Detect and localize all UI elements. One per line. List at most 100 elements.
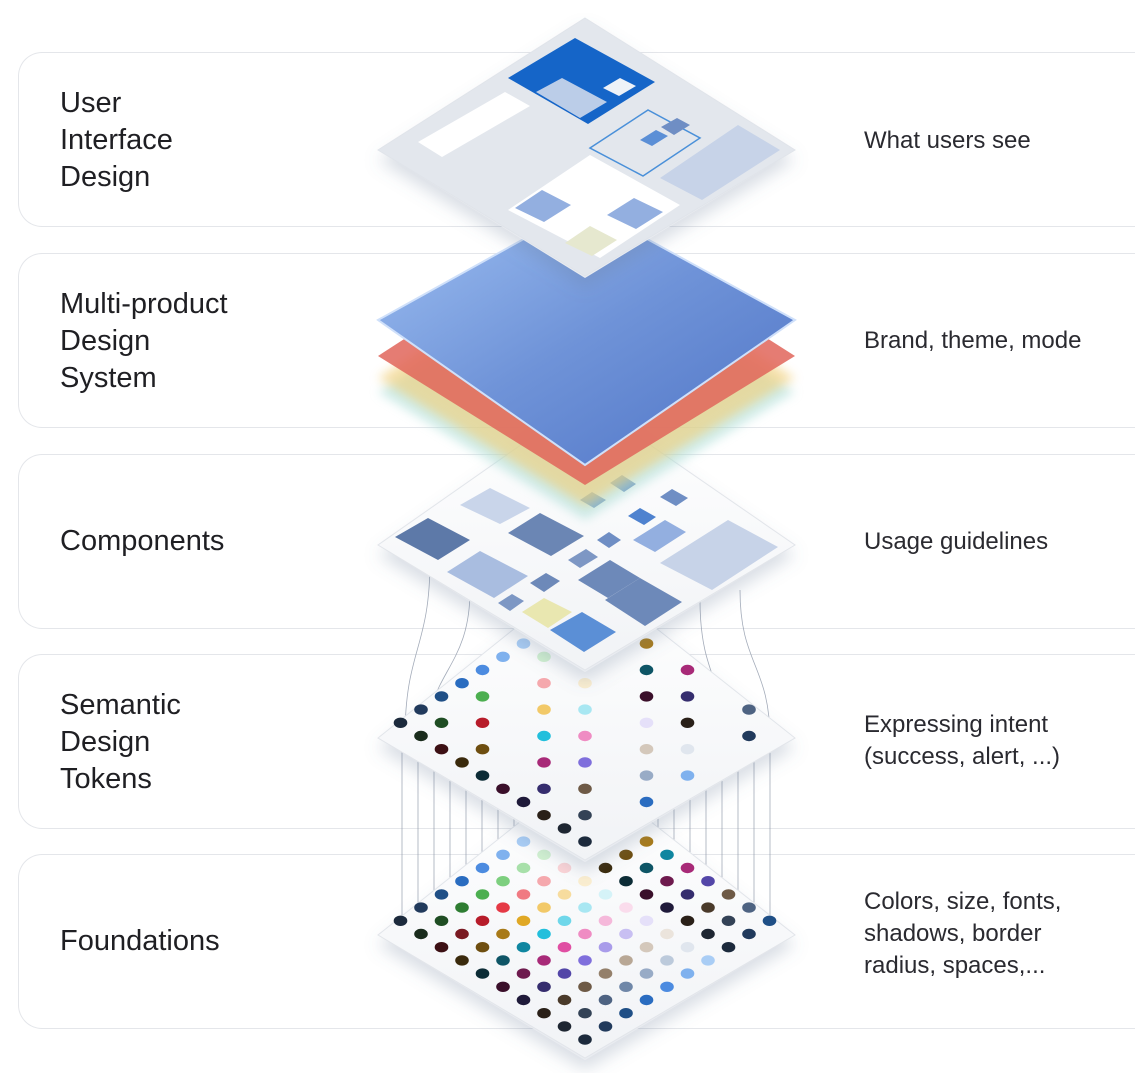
token-dot: [496, 783, 510, 794]
token-dot: [537, 902, 551, 913]
token-dot: [660, 876, 674, 887]
token-dot: [516, 994, 531, 1006]
token-dot: [496, 902, 510, 913]
token-dot: [762, 915, 777, 926]
token-dot: [393, 915, 408, 926]
token-dot: [578, 836, 592, 847]
token-dot: [475, 862, 490, 874]
token-dot: [660, 849, 674, 860]
token-dot: [557, 915, 572, 926]
token-dot: [516, 862, 531, 874]
token-dot: [578, 678, 592, 689]
token-dot: [537, 651, 551, 662]
token-dot: [660, 928, 674, 940]
token-dot: [639, 862, 654, 874]
token-dot: [639, 664, 654, 676]
token-dot: [680, 915, 695, 926]
layer-title-semantic-tokens: Semantic Design Tokens: [60, 689, 181, 795]
token-dot: [475, 915, 490, 926]
layer-desc-design-system: Brand, theme, mode: [864, 327, 1082, 354]
token-dot: [680, 664, 695, 676]
token-dot: [516, 942, 531, 953]
token-dot: [557, 942, 572, 953]
token-dot: [598, 915, 613, 926]
theme-panels: [376, 203, 797, 520]
token-dot: [557, 968, 572, 979]
token-dot: [680, 717, 695, 728]
token-dot: [598, 942, 613, 953]
token-dot: [516, 968, 531, 979]
token-dot: [680, 942, 695, 953]
token-dot: [578, 704, 592, 715]
token-dot: [578, 928, 592, 940]
ui-design-plate: [377, 17, 796, 278]
token-dot: [639, 744, 654, 755]
token-dot: [578, 757, 592, 768]
token-dot: [680, 968, 695, 979]
layer-desc-foundations: Colors, size, fonts, shadows, border rad…: [864, 888, 1062, 979]
token-dot: [537, 704, 551, 715]
token-dot: [516, 915, 531, 926]
token-dot: [414, 730, 428, 742]
layer-desc-ui: What users see: [864, 127, 1031, 154]
token-dot: [434, 717, 449, 728]
token-dot: [701, 902, 715, 913]
token-dot: [578, 955, 592, 966]
token-dot: [516, 638, 531, 649]
token-dot: [537, 849, 551, 860]
token-dot: [619, 981, 633, 992]
token-dot: [742, 902, 756, 913]
token-dot: [516, 889, 531, 900]
token-dot: [537, 1008, 551, 1019]
token-dot: [455, 678, 469, 689]
token-dot: [619, 849, 633, 860]
token-dot: [455, 955, 469, 966]
token-dot: [578, 981, 592, 992]
token-dot: [578, 1008, 592, 1019]
token-dot: [598, 1021, 613, 1032]
token-dot: [516, 796, 531, 808]
token-dot: [557, 994, 572, 1006]
token-dot: [578, 1034, 592, 1045]
token-dot: [701, 955, 715, 966]
token-dot: [619, 955, 633, 966]
token-dot: [434, 942, 449, 953]
token-dot: [578, 810, 592, 821]
token-dot: [619, 928, 633, 940]
token-dot: [578, 783, 592, 794]
token-dot: [414, 928, 428, 940]
token-dot: [414, 704, 428, 715]
token-dot: [721, 915, 736, 926]
layer-desc-semantic-tokens: Expressing intent (success, alert, ...): [864, 711, 1061, 770]
token-dot: [598, 889, 613, 900]
token-dot: [619, 902, 633, 913]
token-dot: [701, 876, 715, 887]
token-dot: [619, 1008, 633, 1019]
token-dot: [475, 968, 490, 979]
token-dot: [578, 730, 592, 742]
token-dot: [537, 783, 551, 794]
token-dot: [639, 889, 654, 900]
token-dot: [557, 823, 572, 834]
token-dot: [496, 651, 510, 662]
token-dot: [619, 876, 633, 887]
token-dot: [598, 862, 613, 874]
layer-desc-components: Usage guidelines: [864, 528, 1049, 555]
token-dot: [721, 942, 736, 953]
token-dot: [639, 638, 654, 649]
token-dot: [557, 862, 572, 874]
token-dot: [639, 968, 654, 979]
token-dot: [721, 889, 736, 900]
token-dot: [455, 902, 469, 913]
token-dot: [537, 678, 551, 689]
token-dot: [475, 664, 490, 676]
layer-title-foundations: Foundations: [60, 925, 220, 957]
token-dot: [537, 876, 551, 887]
token-dot: [434, 889, 449, 900]
token-dot: [496, 928, 510, 940]
semantic-tokens-plate: [377, 571, 796, 862]
token-dot: [639, 691, 654, 702]
token-dot: [742, 928, 756, 940]
token-dot: [701, 928, 715, 940]
token-dot: [455, 928, 469, 940]
